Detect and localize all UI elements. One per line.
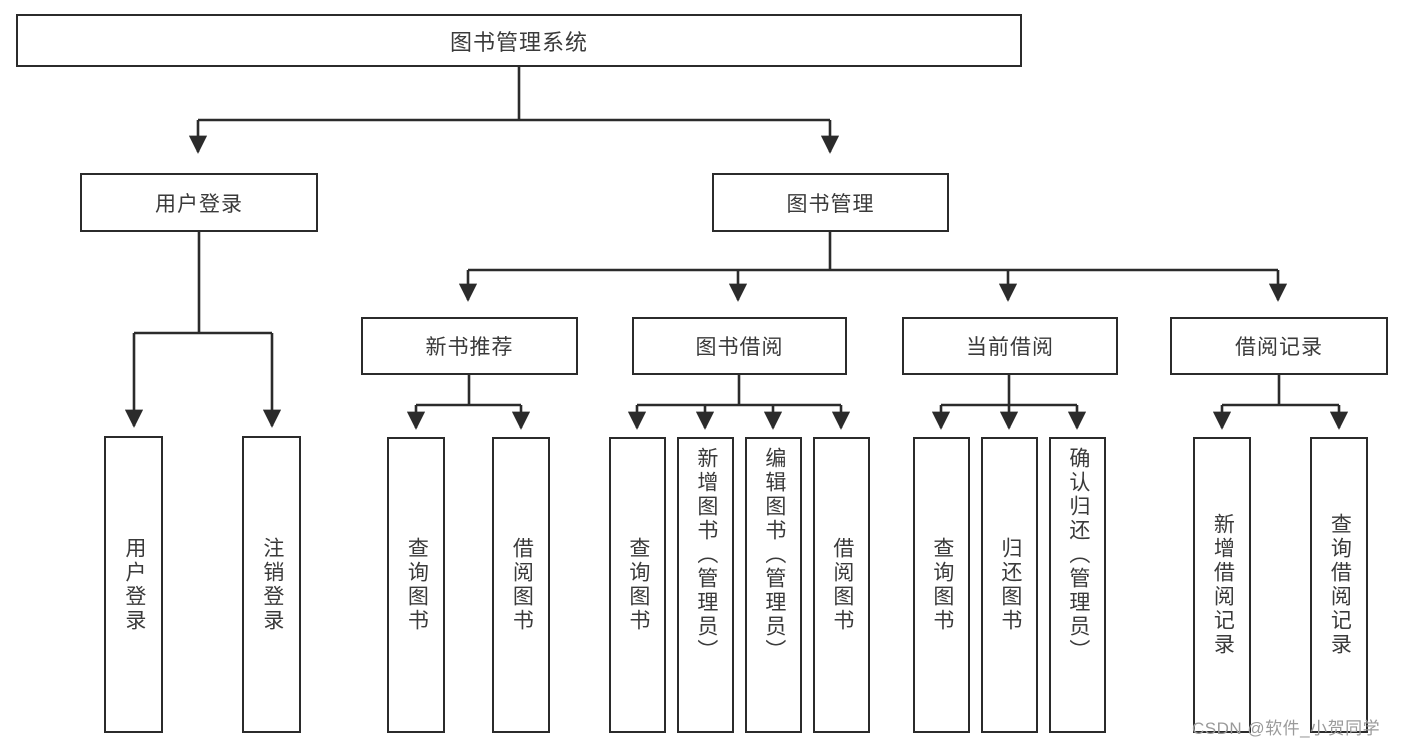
- node-leaf-borrow-edit-book[interactable]: 编辑图书（管理员）: [745, 437, 802, 733]
- node-label: 归还图书: [998, 537, 1022, 633]
- node-module-book-management[interactable]: 图书管理: [712, 173, 949, 232]
- node-leaf-recommend-borrow-book[interactable]: 借阅图书: [492, 437, 550, 733]
- node-label: 用户登录: [155, 192, 243, 216]
- node-label: 查询图书: [930, 537, 954, 633]
- node-label: 新书推荐: [425, 336, 514, 359]
- node-label: 查询借阅记录: [1328, 513, 1352, 657]
- node-leaf-borrow-borrow-book[interactable]: 借阅图书: [813, 437, 870, 733]
- node-label: 新增图书（管理员）: [694, 447, 718, 663]
- node-label: 新增借阅记录: [1211, 513, 1235, 657]
- node-label: 图书借阅: [695, 336, 784, 359]
- node-label: 查询图书: [405, 537, 429, 633]
- node-label: 用户登录: [122, 536, 146, 633]
- node-submodule-book-borrow[interactable]: 图书借阅: [632, 317, 847, 375]
- node-label: 图书管理系统: [449, 29, 588, 55]
- node-leaf-borrow-add-book[interactable]: 新增图书（管理员）: [677, 437, 734, 733]
- watermark-text: CSDN @软件_小贺同学: [1192, 719, 1381, 738]
- node-leaf-current-query-book[interactable]: 查询图书: [913, 437, 970, 733]
- node-label: 确认归还（管理员）: [1066, 447, 1090, 663]
- node-leaf-current-return-book[interactable]: 归还图书: [981, 437, 1038, 733]
- node-label: 注销登录: [260, 536, 284, 633]
- node-module-user-login[interactable]: 用户登录: [80, 173, 318, 232]
- node-root-system[interactable]: 图书管理系统: [16, 14, 1022, 67]
- node-label: 当前借阅: [966, 336, 1054, 359]
- node-label: 编辑图书（管理员）: [762, 447, 786, 663]
- node-label: 查询图书: [626, 537, 650, 633]
- node-submodule-new-book-recommend[interactable]: 新书推荐: [361, 317, 578, 375]
- node-label: 借阅图书: [510, 537, 534, 633]
- node-leaf-borrow-query-book[interactable]: 查询图书: [609, 437, 666, 733]
- node-leaf-user-login-logout[interactable]: 注销登录: [242, 436, 301, 733]
- node-leaf-records-query-record[interactable]: 查询借阅记录: [1310, 437, 1368, 733]
- node-leaf-records-add-record[interactable]: 新增借阅记录: [1193, 437, 1251, 733]
- node-leaf-user-login-login[interactable]: 用户登录: [104, 436, 163, 733]
- node-label: 借阅记录: [1235, 336, 1323, 359]
- node-submodule-current-borrow[interactable]: 当前借阅: [902, 317, 1118, 375]
- node-leaf-recommend-query-book[interactable]: 查询图书: [387, 437, 445, 733]
- node-label: 借阅图书: [830, 537, 854, 633]
- node-submodule-borrow-records[interactable]: 借阅记录: [1170, 317, 1388, 375]
- node-label: 图书管理: [786, 192, 875, 216]
- node-leaf-current-confirm-return[interactable]: 确认归还（管理员）: [1049, 437, 1106, 733]
